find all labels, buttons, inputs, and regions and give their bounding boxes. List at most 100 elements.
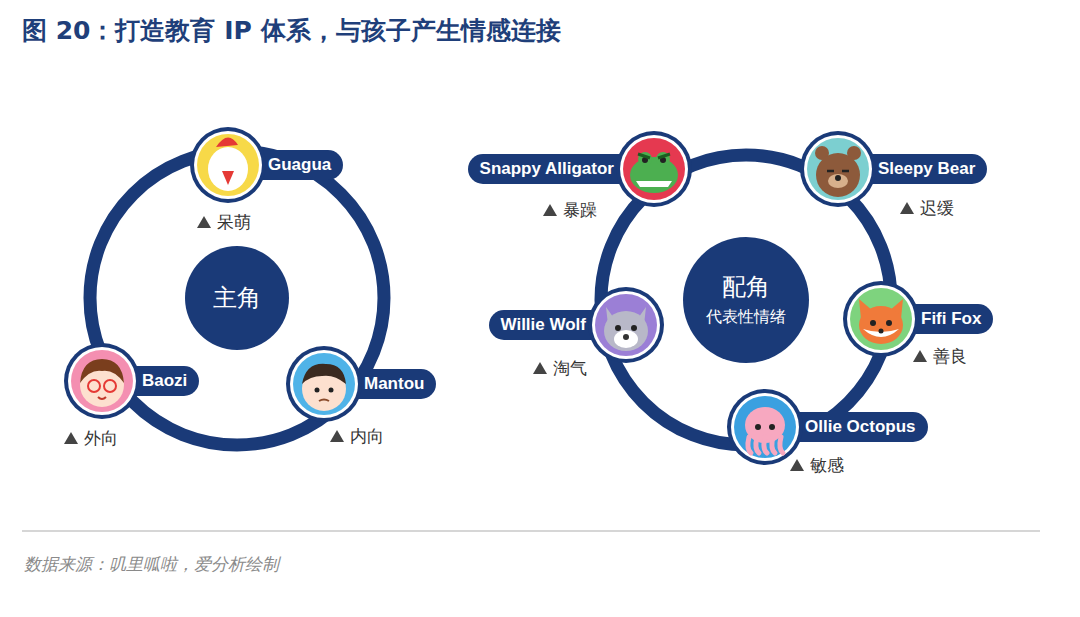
triangle-marker bbox=[64, 432, 78, 444]
avatar-shape bbox=[879, 329, 884, 334]
avatar-shape bbox=[850, 288, 912, 350]
avatar-shape bbox=[614, 330, 638, 348]
avatar-shape bbox=[620, 135, 688, 203]
avatar-shape bbox=[190, 127, 266, 203]
avatar-shape bbox=[734, 396, 796, 458]
avatar-shape bbox=[329, 388, 334, 393]
avatar-shape bbox=[769, 424, 775, 430]
avatar-shape bbox=[104, 380, 116, 392]
avatar-shape bbox=[216, 137, 238, 147]
avatar-shape bbox=[623, 334, 629, 340]
trait-text: 呆萌 bbox=[217, 211, 251, 233]
avatar-shape bbox=[604, 311, 648, 351]
character-name: Baozi bbox=[142, 371, 187, 391]
triangle-shape bbox=[543, 204, 557, 216]
avatar-shape bbox=[623, 138, 685, 200]
trait-label: 呆萌 bbox=[197, 211, 251, 233]
avatar-shape bbox=[764, 437, 767, 453]
avatar-shape bbox=[290, 350, 358, 418]
trait-label: 淘气 bbox=[533, 357, 587, 379]
avatar-shape bbox=[71, 350, 133, 412]
avatar-shape bbox=[631, 325, 637, 331]
separator-line bbox=[22, 530, 1040, 532]
avatar-shape bbox=[755, 424, 761, 430]
trait-label: 外向 bbox=[64, 427, 118, 449]
character-avatar bbox=[586, 285, 666, 365]
character-name: Sleepy Bear bbox=[878, 159, 975, 179]
character-avatar bbox=[798, 129, 878, 209]
avatar-shape bbox=[731, 393, 799, 461]
avatar-shape bbox=[827, 170, 849, 173]
character-name: Willie Wolf bbox=[501, 315, 586, 335]
trait-text: 淘气 bbox=[553, 357, 587, 379]
avatar-shape bbox=[293, 353, 355, 415]
figure-title: 图 20：打造教育 IP 体系，与孩子产生情感连接 bbox=[22, 14, 561, 47]
avatar-shape bbox=[638, 154, 670, 158]
avatar-shape bbox=[727, 389, 803, 465]
character-name: Fifi Fox bbox=[921, 309, 981, 329]
center-sublabel: 代表性情绪 bbox=[706, 306, 786, 328]
avatar-shape bbox=[870, 320, 876, 326]
character-avatar bbox=[284, 344, 364, 424]
avatar-shape bbox=[828, 174, 848, 188]
avatar-shape bbox=[319, 400, 329, 402]
trait-label: 善良 bbox=[913, 345, 967, 367]
triangle-marker bbox=[533, 362, 547, 374]
avatar-shape bbox=[804, 135, 872, 203]
triangle-marker bbox=[790, 459, 804, 471]
triangle-marker bbox=[543, 204, 557, 216]
trait-label: 敏感 bbox=[790, 454, 844, 476]
avatar-shape bbox=[863, 329, 899, 337]
avatar-shape bbox=[315, 388, 320, 393]
avatar-shape bbox=[616, 131, 692, 207]
avatar-shape bbox=[615, 325, 621, 331]
avatar-shape bbox=[847, 285, 915, 353]
avatar-shape bbox=[208, 147, 248, 191]
trait-label: 暴躁 bbox=[543, 199, 597, 221]
character-avatar bbox=[841, 279, 921, 359]
avatar-shape bbox=[197, 134, 259, 196]
trait-label: 迟缓 bbox=[900, 197, 954, 219]
avatar-shape bbox=[772, 437, 775, 453]
avatar-shape bbox=[80, 359, 124, 383]
trait-text: 善良 bbox=[933, 345, 967, 367]
trait-text: 外向 bbox=[84, 427, 118, 449]
character-name: Snappy Alligator bbox=[480, 159, 614, 179]
avatar-shape bbox=[592, 291, 660, 359]
trait-text: 暴躁 bbox=[563, 199, 597, 221]
avatar-shape bbox=[302, 364, 346, 384]
triangle-marker bbox=[197, 216, 211, 228]
character-name: Ollie Octopus bbox=[805, 417, 916, 437]
center-label: 配角 bbox=[722, 272, 770, 302]
avatar-shape bbox=[194, 131, 262, 199]
character-avatar bbox=[62, 341, 142, 421]
avatar-shape bbox=[64, 343, 140, 419]
triangle-shape bbox=[533, 362, 547, 374]
triangle-shape bbox=[913, 350, 927, 362]
avatar-shape bbox=[68, 347, 136, 415]
triangle-shape bbox=[790, 459, 804, 471]
trait-label: 内向 bbox=[330, 425, 384, 447]
avatar-shape bbox=[756, 437, 759, 453]
avatar-shape bbox=[636, 181, 672, 187]
center-circle: 主角 bbox=[185, 246, 289, 350]
triangle-shape bbox=[197, 216, 211, 228]
triangle-shape bbox=[330, 430, 344, 442]
triangle-marker bbox=[330, 430, 344, 442]
character-avatar bbox=[188, 125, 268, 205]
avatar-shape bbox=[859, 306, 903, 344]
avatar-shape bbox=[88, 380, 100, 392]
center-label: 主角 bbox=[213, 283, 261, 313]
source-caption: 数据来源：叽里呱啦，爱分析绘制 bbox=[24, 553, 279, 576]
character-name: Mantou bbox=[364, 374, 424, 394]
center-circle: 配角代表性情绪 bbox=[683, 237, 809, 363]
avatar-shape bbox=[807, 138, 869, 200]
avatar-shape bbox=[886, 320, 892, 326]
avatar-shape bbox=[835, 175, 841, 181]
triangle-marker bbox=[900, 202, 914, 214]
avatar-shape bbox=[98, 397, 106, 399]
trait-text: 迟缓 bbox=[920, 197, 954, 219]
character-avatar bbox=[614, 129, 694, 209]
avatar-shape bbox=[588, 287, 664, 363]
avatar-shape bbox=[222, 171, 234, 185]
